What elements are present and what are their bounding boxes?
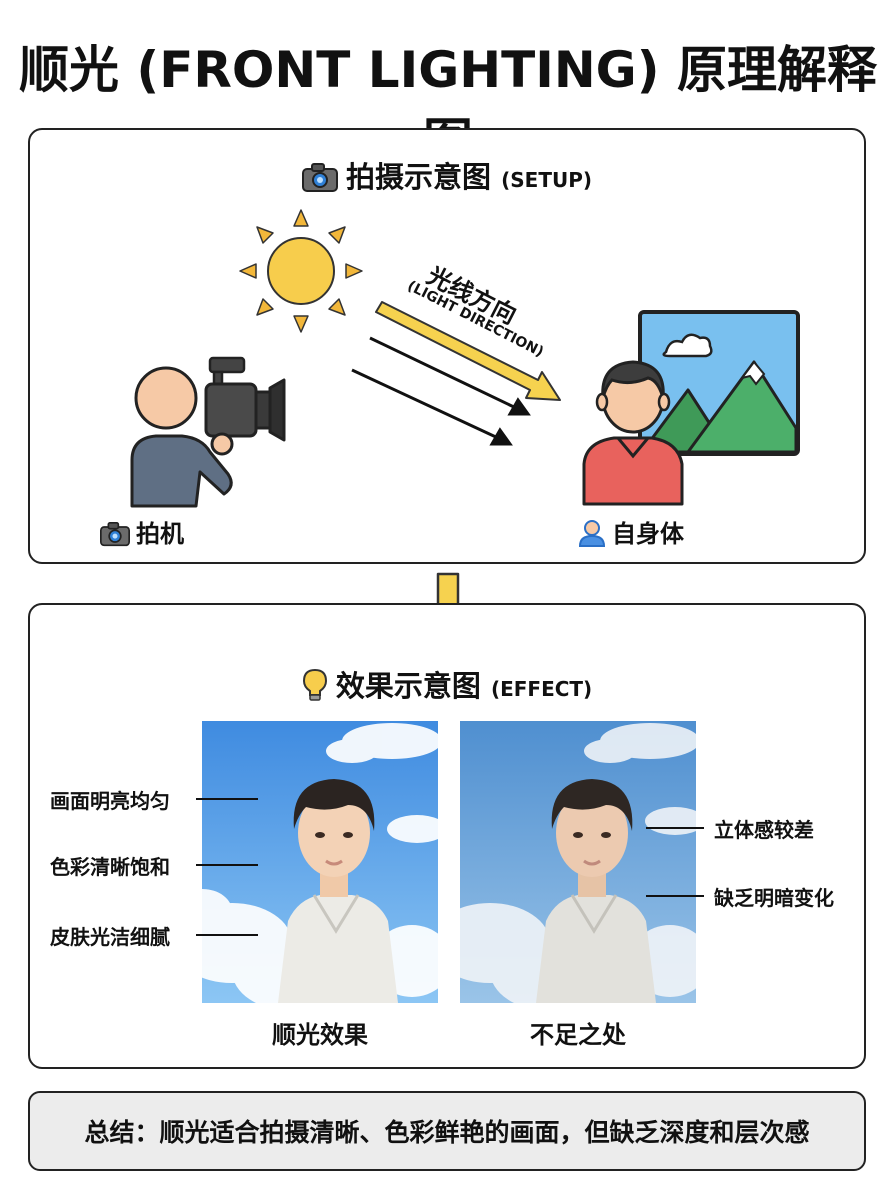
light-direction-arrows <box>351 301 561 446</box>
leader-line <box>646 895 704 897</box>
effect-heading-en: (EFFECT) <box>490 677 593 701</box>
shortcoming-photo <box>460 721 696 1003</box>
person-subject-icon <box>582 360 684 506</box>
effect-panel: 效果示意图 (EFFECT) <box>28 603 866 1069</box>
video-camera-icon <box>204 356 286 442</box>
subject-scene <box>582 310 800 506</box>
summary-text: 总结：顺光适合拍摄清晰、色彩鲜艳的画面，但缺乏深度和层次感 <box>84 1118 810 1147</box>
right-note: 缺乏明暗变化 <box>714 886 834 910</box>
summary-box: 总结：顺光适合拍摄清晰、色彩鲜艳的画面，但缺乏深度和层次感 <box>28 1091 866 1171</box>
left-note: 色彩清晰饱和 <box>50 855 170 879</box>
yellow-arrow-icon <box>375 301 561 401</box>
effect-heading: 效果示意图 (EFFECT) <box>30 663 864 709</box>
setup-heading-cn: 拍摄示意图 <box>345 160 491 194</box>
front-lit-caption: 顺光效果 <box>272 1021 368 1049</box>
setup-panel: 拍摄示意图 (SETUP) 光线方向 (LIGHT DIRECTION) <box>28 128 866 564</box>
setup-heading-en: (SETUP) <box>501 168 592 192</box>
setup-heading: 拍摄示意图 (SETUP) <box>30 154 864 200</box>
left-note: 画面明亮均匀 <box>50 789 170 813</box>
leader-line <box>196 864 258 866</box>
sun-icon <box>239 209 363 333</box>
camera-icon <box>100 522 130 553</box>
black-arrow-icon <box>351 336 531 446</box>
left-note: 皮肤光洁细腻 <box>50 925 170 949</box>
camera-label: 拍机 <box>100 514 184 553</box>
camera-icon <box>301 163 338 200</box>
leader-line <box>646 827 704 829</box>
effect-heading-cn: 效果示意图 <box>335 669 481 703</box>
front-lit-photo <box>202 721 438 1003</box>
shortcoming-caption: 不足之处 <box>530 1021 626 1049</box>
camera-operator-icon <box>130 356 286 508</box>
right-note: 立体感较差 <box>714 818 814 842</box>
person-icon <box>578 519 606 553</box>
subject-label: 自身体 <box>578 514 684 553</box>
leader-line <box>196 798 258 800</box>
leader-line <box>196 934 258 936</box>
lightbulb-icon <box>302 668 328 709</box>
landscape-frame-icon <box>638 310 800 456</box>
